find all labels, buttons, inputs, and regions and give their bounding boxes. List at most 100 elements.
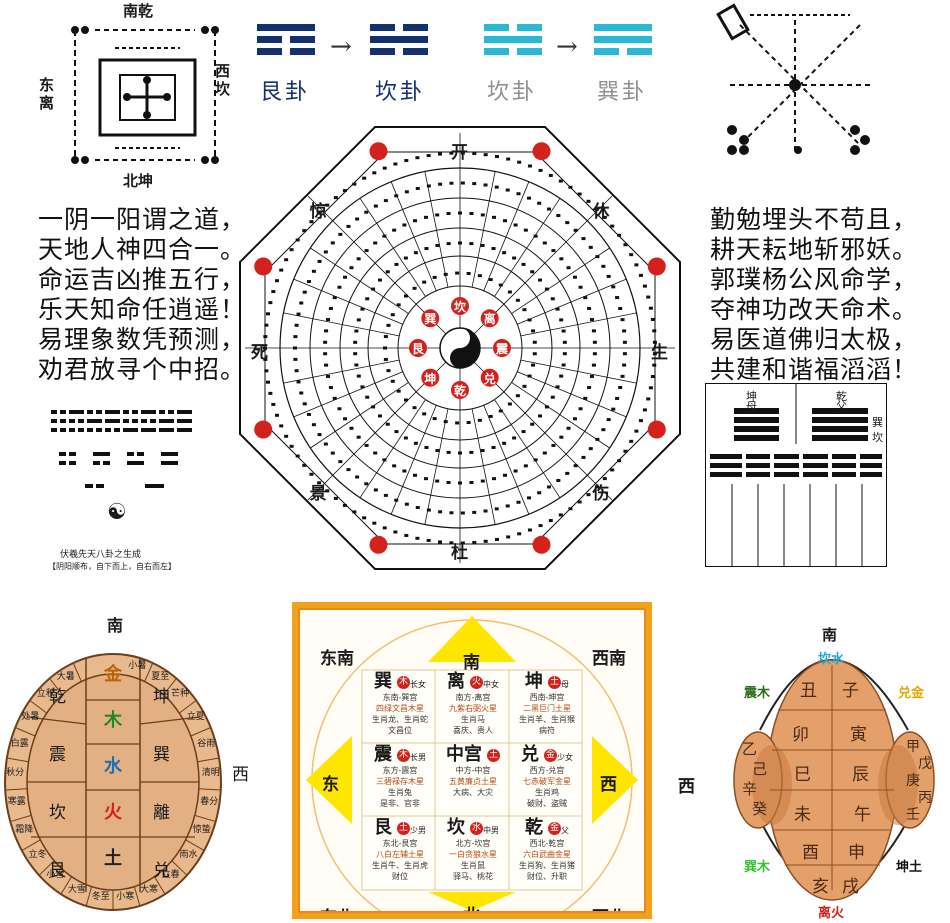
- wheel-tick: [513, 469, 518, 473]
- wheel-tick: [483, 509, 488, 513]
- wheel-tick: [556, 214, 561, 218]
- wheel-red-dot: [647, 257, 666, 276]
- wheel-tick: [538, 168, 543, 172]
- wheel-tick: [629, 439, 634, 443]
- palace-cell-head: 艮 土少男: [364, 818, 436, 838]
- wheel-tick: [383, 346, 387, 350]
- dir-w: 西: [600, 775, 617, 795]
- label-xunmu: 巽木: [744, 860, 771, 875]
- trigram-bar: [69, 452, 76, 456]
- wheel-tick: [601, 428, 606, 432]
- wheel-tick: [402, 223, 407, 227]
- palace-line: 生肖牛、生肖虎: [372, 861, 428, 870]
- wheel-tick: [466, 421, 471, 425]
- wheel-tick: [311, 269, 316, 273]
- turtle-right-branch: 亥: [812, 877, 829, 897]
- palace-line: 喜庆、贵人: [453, 726, 493, 735]
- wheel-tick: [617, 459, 622, 463]
- wheel-tick: [332, 296, 337, 300]
- wheel-tick: [356, 374, 361, 378]
- palace-line: 破财、盗贼: [527, 799, 567, 808]
- wheel-spoke: [424, 171, 449, 288]
- wheel-tick: [396, 303, 401, 307]
- turtle-left-west: 西: [232, 765, 249, 785]
- wheel-tick: [323, 340, 328, 344]
- rim-divider: [178, 700, 197, 714]
- wheel-tick: [589, 318, 594, 322]
- wheel-tick: [309, 220, 314, 224]
- wheel-tick: [455, 421, 460, 425]
- wheel-tick: [521, 262, 526, 266]
- wheel-tick: [583, 296, 588, 300]
- wheel-gate-label: 生: [651, 343, 668, 363]
- label-duijin: 兑金: [898, 686, 925, 701]
- wheel-tick: [360, 307, 365, 311]
- wheel-tick: [532, 340, 537, 344]
- wheel-tick: [523, 464, 528, 468]
- turtle-left-trigram: 離: [153, 803, 170, 823]
- wheel-tick: [293, 357, 298, 361]
- wheel-tick: [458, 241, 462, 245]
- trigram-bar: [105, 410, 120, 414]
- wheel-tick: [460, 151, 465, 155]
- wheel-tick: [424, 446, 429, 450]
- palace-line: 生肖狗、生肖猪: [519, 861, 575, 870]
- wheel-tick: [404, 533, 409, 537]
- rim-divider: [5, 788, 28, 791]
- wheel-tick: [521, 430, 526, 434]
- wheel-tick: [460, 511, 465, 515]
- wheel-tick: [342, 503, 347, 507]
- poem-left-line: 一阴一阳谓之道，: [38, 205, 247, 234]
- trigram-bar: [105, 419, 120, 423]
- turtle-left-rim-term: 小寒: [116, 892, 135, 903]
- wheel-tick: [386, 369, 391, 373]
- palace-line: 财位: [392, 872, 408, 881]
- wheel-tick: [382, 526, 387, 530]
- wheel-tick: [449, 181, 454, 185]
- wheel-tick: [443, 420, 448, 424]
- palace-relation: 少男: [410, 826, 427, 835]
- poem-left-line: 天地人神四合一。: [38, 235, 247, 264]
- palace-line: 西北-乾宫: [529, 839, 565, 848]
- turtle-left-element: 金: [104, 664, 122, 685]
- trigram-bar: [114, 428, 120, 432]
- wheel-tick: [472, 510, 477, 514]
- wheel-tick: [537, 491, 542, 495]
- wheel-red-dot: [369, 535, 388, 554]
- turtle-left-rim-term: 惊蛰: [192, 825, 211, 836]
- wheel-tick: [263, 346, 267, 350]
- wheel-tick: [435, 479, 440, 483]
- wheel-tick: [426, 184, 431, 188]
- wheel-tick: [365, 395, 370, 399]
- turtle-right-stem: 庚: [906, 773, 920, 789]
- wheel-tick: [494, 185, 499, 189]
- wheel-spoke: [390, 405, 437, 515]
- poem-right: 勤勉埋头不苟且， 耕天耘地斩邪妖。 郭璞杨公风命学， 夺神功改天命术。 易医道佛…: [710, 205, 918, 385]
- wheel-tick: [326, 374, 331, 378]
- hex-label-xun: 巽: [872, 416, 883, 429]
- turtle-left-rim-term: 秋分: [6, 767, 25, 778]
- trigram-bar: [69, 428, 75, 432]
- rim-divider: [72, 662, 82, 682]
- wheel-tick: [492, 215, 497, 219]
- wheel-spoke: [310, 382, 409, 449]
- wheel-tick: [623, 243, 628, 247]
- rim-divider: [154, 876, 166, 895]
- turtle-right: 南 坎水 震木 兑金 巽木 坤土 离火 丑子卯寅巳辰未午酉申亥戌 乙己辛癸 甲戊…: [730, 620, 945, 921]
- wheel-tick: [531, 363, 536, 367]
- wheel-tick: [394, 498, 399, 502]
- wheel-tick: [394, 430, 399, 434]
- turtle-left-rim-term: 立秋: [36, 688, 55, 699]
- wheel-tick: [385, 270, 390, 274]
- wheel-tick: [648, 386, 653, 390]
- wheel-tick: [573, 228, 578, 232]
- wheel-tick: [492, 477, 497, 481]
- wheel-tick: [494, 537, 499, 541]
- wheel-tick: [284, 258, 289, 262]
- star-diagram-svg: [716, 3, 870, 155]
- trigram-gen-label: 艮卦: [260, 80, 311, 105]
- wheel-tick: [483, 539, 488, 543]
- wheel-tick: [294, 369, 299, 373]
- wheel-tick: [606, 274, 611, 278]
- palace-red-dot: [451, 381, 469, 399]
